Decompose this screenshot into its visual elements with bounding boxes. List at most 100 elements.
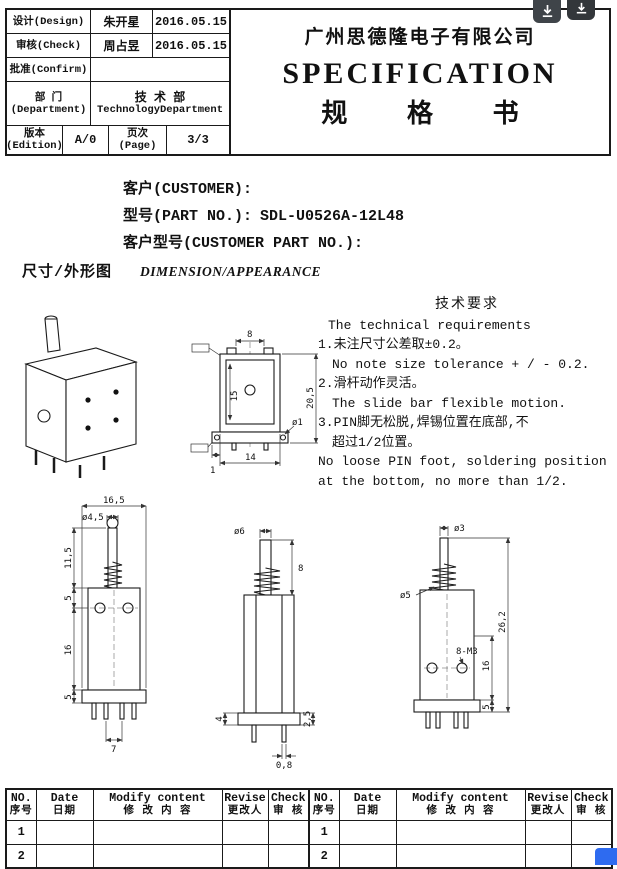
cell-empty [92, 843, 223, 869]
dim-label: 16 [64, 645, 74, 656]
col-no: NO.序号 [5, 788, 37, 821]
dim-label: ø1 [292, 418, 303, 428]
part-no-line: 型号(PART NO.):SDL-U0526A-12L48 [123, 203, 404, 230]
download-icon [542, 4, 552, 18]
dim-label: 0,8 [276, 761, 292, 770]
department-label-cn: 部 门 [34, 91, 63, 104]
cell-empty [395, 843, 526, 869]
cell-empty [524, 843, 572, 869]
part-outline [413, 537, 481, 729]
cell-empty [267, 819, 310, 845]
page-label-cn: 页次 [127, 128, 148, 140]
dim-label: 15 [230, 391, 240, 402]
revision-row-1: 1 1 [5, 819, 613, 845]
dim-label: 16,5 [103, 496, 125, 506]
design-name: 朱开星 [91, 10, 153, 33]
requirement-line: No loose PIN foot, soldering position [318, 454, 607, 469]
cell-empty [524, 819, 572, 845]
cell-empty [221, 843, 269, 869]
dim-label: 8 [247, 330, 252, 340]
check-date: 2016.05.15 [154, 38, 227, 53]
download-alt-icon [576, 2, 586, 14]
department-value: 技 术 部 TechnologyDepartment [91, 82, 229, 125]
requirement-line: 1.未注尺寸公差取±0.2。 [318, 337, 469, 352]
page-label-en: (Page) [118, 140, 157, 152]
corner-widget[interactable] [595, 848, 617, 865]
row-no: 2 [308, 843, 340, 869]
edition-value: A/0 [63, 126, 109, 154]
design-label: 设计(Design) [7, 10, 91, 33]
dimensions: ø3 ø5 8-M3 26,2 16 5 [400, 524, 511, 713]
solenoid-body-3d [24, 347, 138, 463]
plunger-pin [44, 315, 61, 353]
dim-label: 5 [64, 595, 74, 600]
title-panel: 广州思德隆电子有限公司 SPECIFICATION 规 格 书 [231, 10, 609, 154]
dim-label: 1 [210, 466, 215, 476]
row-no: 1 [5, 819, 37, 845]
requirement-line: 超过1/2位置。 [332, 434, 421, 450]
requirement-line: 3.PIN脚无松脱,焊锡位置在底部,不 [318, 415, 529, 430]
drawing-top-view: 8 15 20,5 14 1 ø1 [190, 330, 319, 476]
overlay-button[interactable] [567, 0, 595, 20]
dim-label: 16 [482, 661, 492, 672]
part-outline [211, 342, 289, 451]
dim-label: 8 [298, 564, 303, 574]
page-value: 3/3 [187, 133, 209, 147]
part-info: 客户(CUSTOMER): 型号(PART NO.):SDL-U0526A-12… [123, 176, 404, 257]
approval-table: 设计(Design) 朱开星 2016.05.15 审核(Check) 周占昱 … [7, 10, 231, 154]
col-no: NO.序号 [308, 788, 340, 821]
cell-empty [35, 819, 94, 845]
requirement-line: at the bottom, no more than 1/2. [318, 473, 568, 489]
dim-label: 4 [215, 716, 225, 721]
dim-label: 14 [245, 453, 256, 463]
row-no: 1 [308, 819, 340, 845]
part-outline [237, 539, 301, 743]
spec-title-en: SPECIFICATION [282, 57, 558, 90]
drawing-side-view: ø6 8 4 2,5 0,8 [215, 527, 316, 770]
drawing-front-view: 16,5 ø4,5 11,5 5 16 5 7 [64, 496, 147, 755]
section-title-cn: 尺寸/外形图 [22, 264, 113, 281]
cell-empty [221, 819, 269, 845]
cell-empty [338, 843, 397, 869]
requirements-title-cn: 技术要求 [435, 297, 499, 313]
dim-label: 5 [64, 694, 74, 699]
confirm-row: 批准(Confirm) [7, 58, 229, 82]
drawing-isometric-view [24, 315, 138, 478]
requirement-line: No note size tolerance + / - 0.2. [332, 356, 590, 372]
dim-label: ø3 [454, 524, 465, 534]
cell-empty [338, 819, 397, 845]
spec-title-cn: 规 格 书 [321, 100, 541, 130]
drawing-rear-view: ø3 ø5 8-M3 26,2 16 5 [400, 524, 511, 729]
department-label-en: (Department) [10, 103, 87, 116]
edition-label-cn: 版本 [24, 128, 45, 140]
design-date: 2016.05.15 [154, 14, 227, 29]
title-block: 设计(Design) 朱开星 2016.05.15 审核(Check) 周占昱 … [5, 8, 611, 156]
section-title: 尺寸/外形图 DIMENSION/APPEARANCE [22, 260, 321, 281]
cell-empty [35, 843, 94, 869]
check-label: 审核(Check) [7, 34, 91, 57]
cell-empty [570, 819, 613, 845]
dim-label: 26,2 [498, 611, 508, 633]
check-row: 审核(Check) 周占昱 2016.05.15 [7, 34, 229, 58]
page-label: 页次 (Page) [109, 126, 167, 154]
dimensions: 8 15 20,5 14 1 ø1 [210, 330, 319, 476]
dim-label: 8-M3 [456, 647, 478, 657]
revision-row-2: 2 2 [5, 843, 613, 869]
technical-requirements: 技术要求 The technical requirements 1.未注尺寸公差… [318, 296, 616, 491]
edition-label: 版本 (Edition) [7, 126, 63, 154]
department-label: 部 门 (Department) [7, 82, 91, 125]
section-title-en: DIMENSION/APPEARANCE [140, 264, 322, 279]
requirement-line: 2.滑杆动作灵活。 [318, 376, 425, 391]
download-button[interactable] [533, 0, 561, 23]
requirement-line: The slide bar flexible motion. [332, 395, 567, 411]
row-no: 2 [5, 843, 37, 869]
